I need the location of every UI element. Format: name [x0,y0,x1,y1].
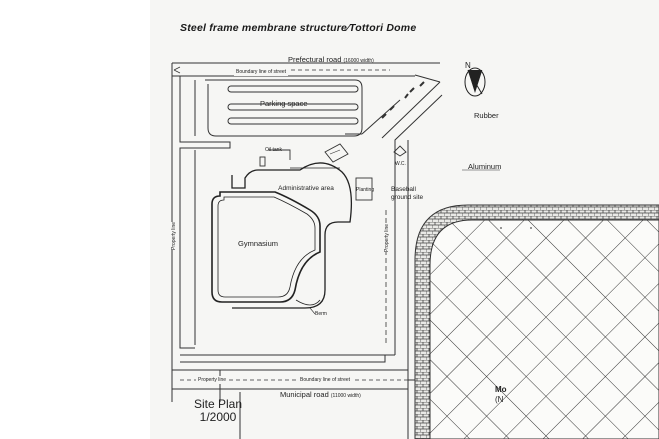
prefectural-road [172,62,440,77]
label-boundary-top: Boundary line of street [234,68,289,76]
oil-tank [259,143,349,167]
label-boundary-bottom: Boundary line of street [298,376,353,384]
building-complex [211,162,353,309]
label-gymnasium: Gymnasium [238,239,279,248]
label-north: N [465,61,471,70]
label-wc: W.C. [395,161,406,167]
leader-lines [309,169,500,315]
label-property-line-left: Property line [170,221,178,250]
left-property-edge [171,63,395,402]
label-aluminum: Aluminum [468,162,502,171]
site-plan-drawing [171,62,659,439]
label-planting: Planting [356,187,375,193]
label-mo: Mo [495,385,507,394]
label-baseball-ground-site: Baseball ground site [391,186,424,201]
drawing-title: Steel frame membrane structure⁄Tottori D… [180,22,417,34]
north-arrow-icon [464,67,486,97]
label-property-line-bottom: Property line [196,376,229,384]
label-administrative-area: Administrative area [278,185,334,192]
label-municipal-road: Municipal road (11000 width) [280,390,361,400]
baseball-ground [414,204,659,439]
label-parking-space: Parking space [260,99,308,108]
site-plan-title: Site Plan [194,397,243,411]
municipal-road [172,369,408,439]
label-oil-tank: Oil tank [265,147,282,153]
parking-area [194,79,363,137]
wc-symbol [393,145,407,157]
site-plan-scale: 1/2000 [199,410,237,424]
site-plan-caption: Site Plan 1/2000 [194,398,242,424]
planting-box [355,177,373,201]
label-mo-2: (N [495,395,504,404]
label-berm: Berm [315,311,327,317]
label-property-line-right: Property line [383,223,391,252]
label-rubber: Rubber [474,111,499,120]
diagonal-road [345,74,443,185]
drawing-sheet: Steel frame membrane structure⁄Tottori D… [150,0,659,439]
label-prefectural-road: Prefectural road (16000 width) [288,55,374,65]
